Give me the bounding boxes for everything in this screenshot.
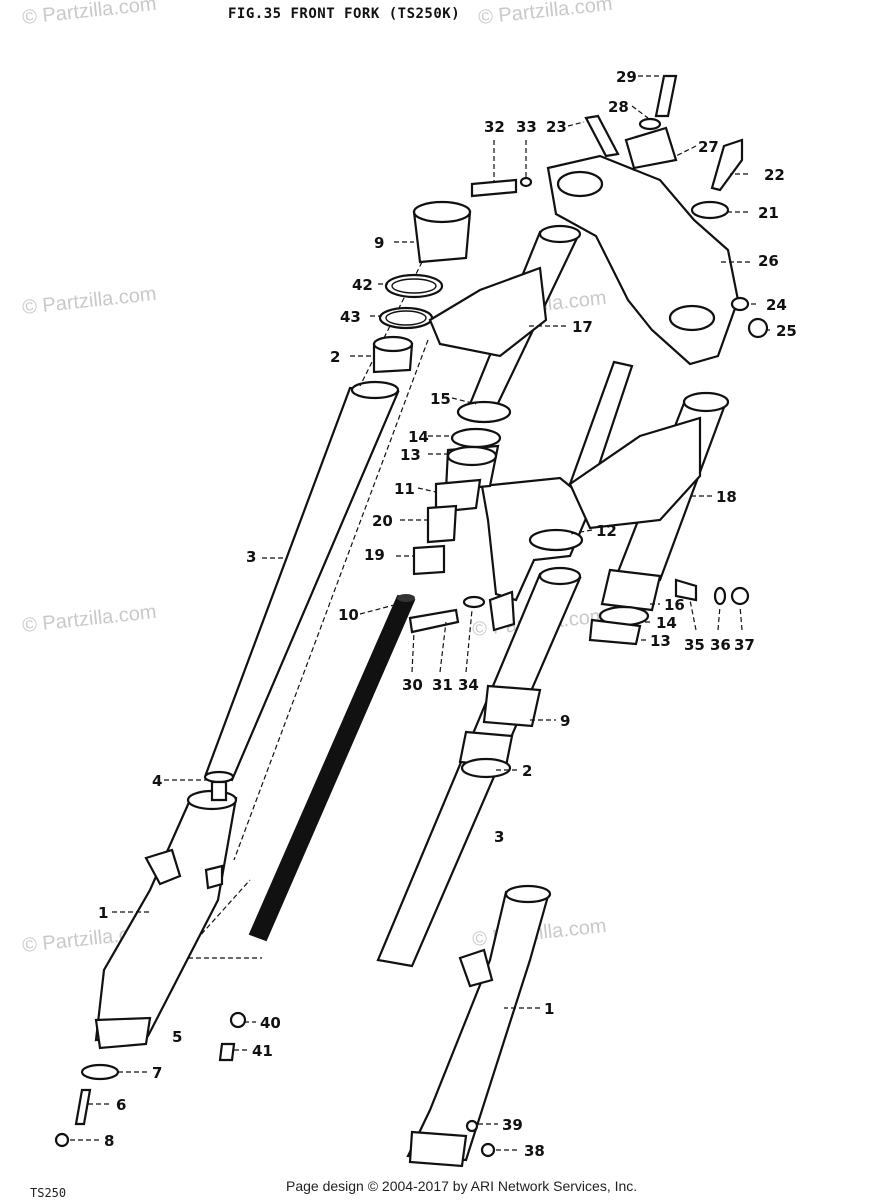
callout-32: 32 [484, 118, 505, 136]
callout-27: 27 [698, 138, 719, 156]
inner-tube-right [376, 566, 582, 968]
nut-8 [54, 1132, 70, 1148]
ring-42 [384, 273, 444, 299]
callout-14-left: 14 [408, 428, 429, 446]
callout-38: 38 [524, 1142, 545, 1160]
callout-2-top: 2 [330, 348, 340, 366]
rings-right-16-14-13 [588, 568, 750, 646]
callout-40: 40 [260, 1014, 281, 1032]
gasket-41 [218, 1042, 236, 1062]
callout-20: 20 [372, 512, 393, 530]
bolt-20-19 [412, 504, 458, 576]
callout-8: 8 [104, 1132, 114, 1150]
callout-23: 23 [546, 118, 567, 136]
bolt-30-31-34 [408, 590, 516, 634]
copyright-footer: Page design © 2004-2017 by ARI Network S… [286, 1178, 638, 1194]
callout-41: 41 [252, 1042, 273, 1060]
callout-11: 11 [394, 480, 415, 498]
callout-28: 28 [608, 98, 629, 116]
figure-title: FIG.35 FRONT FORK (TS250K) [228, 6, 461, 22]
callout-19: 19 [364, 546, 385, 564]
callout-4: 4 [152, 772, 162, 790]
callout-18: 18 [716, 488, 737, 506]
callout-6: 6 [116, 1096, 126, 1114]
ring-43 [378, 306, 434, 330]
cover-18 [568, 391, 730, 582]
ring-11 [434, 478, 482, 514]
stud-6 [74, 1088, 92, 1126]
callout-42: 42 [352, 276, 373, 294]
drain-screw-40 [229, 1011, 247, 1029]
callout-16: 16 [664, 596, 685, 614]
model-code: TS250 [30, 1186, 67, 1200]
callout-5: 5 [172, 1028, 182, 1046]
callout-3-right: 3 [494, 828, 504, 846]
inner-tube-left [203, 380, 400, 784]
callout-22: 22 [764, 166, 785, 184]
callout-1-right: 1 [544, 1000, 554, 1018]
callout-3-left: 3 [246, 548, 256, 566]
callout-30: 30 [402, 676, 423, 694]
ring-15-14-13 [444, 400, 512, 492]
bushing-2 [372, 335, 414, 374]
callout-34: 34 [458, 676, 479, 694]
callout-43: 43 [340, 308, 361, 326]
oil-seal-9 [412, 200, 472, 264]
callout-14-right: 14 [656, 614, 677, 632]
callout-24: 24 [766, 296, 787, 314]
outer-tube-right [406, 884, 552, 1168]
cover-17 [428, 224, 582, 422]
callout-17: 17 [572, 318, 593, 336]
callout-26: 26 [758, 252, 779, 270]
callout-29: 29 [616, 68, 637, 86]
callout-37: 37 [734, 636, 755, 654]
callout-12: 12 [596, 522, 617, 540]
callout-15: 15 [430, 390, 451, 408]
bolts-top [470, 74, 769, 339]
callout-31: 31 [432, 676, 453, 694]
upper-bracket-26 [546, 126, 740, 366]
callout-7: 7 [152, 1064, 162, 1082]
callout-10: 10 [338, 606, 359, 624]
callout-33: 33 [516, 118, 537, 136]
damper-4 [210, 780, 228, 802]
callout-2-right: 2 [522, 762, 532, 780]
callout-25: 25 [776, 322, 797, 340]
washer-7 [80, 1063, 120, 1081]
callout-21: 21 [758, 204, 779, 222]
callout-13-right: 13 [650, 632, 671, 650]
callout-13-left: 13 [400, 446, 421, 464]
callout-1-left: 1 [98, 904, 108, 922]
callout-9-right: 9 [560, 712, 570, 730]
fork-spring-10 [248, 594, 416, 942]
callout-36: 36 [710, 636, 731, 654]
callout-9-top: 9 [374, 234, 384, 252]
callout-35: 35 [684, 636, 705, 654]
callout-39: 39 [502, 1116, 523, 1134]
